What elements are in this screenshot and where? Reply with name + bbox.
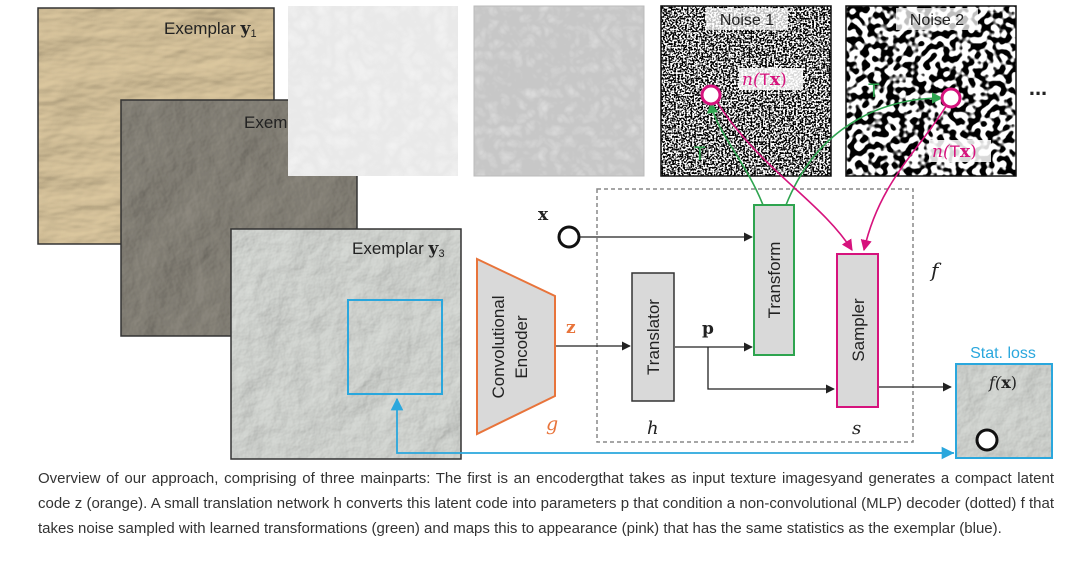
label-n-Tx-1: n(Tx): [739, 68, 803, 90]
green-curve-noise2: [785, 92, 944, 206]
stat-loss-label: Stat. loss: [970, 345, 1036, 362]
pink-curve-noise1: [714, 98, 853, 251]
label-s: s: [852, 418, 861, 439]
label-x: x: [538, 205, 549, 225]
latent-tile-faint: [288, 6, 458, 176]
input-x-node: [557, 225, 581, 249]
label-g: g: [546, 413, 558, 435]
arrow-p-sampler: [707, 347, 835, 394]
approach-diagram: Exemplar y1 Exemplar y2 Exemplar y3: [37, 5, 1053, 460]
encoder-label-1: Convolutional: [489, 295, 508, 398]
noise-1-label: Noise 1: [720, 12, 774, 29]
sampler-label: Sampler: [849, 298, 868, 362]
latent-tile-mid: [473, 5, 645, 177]
svg-text:n(Tx): n(Tx): [742, 70, 787, 90]
crop-box: [347, 299, 443, 395]
transform-label: Transform: [765, 242, 784, 319]
exemplar-1-label: Exemplar y1: [164, 19, 257, 40]
ellipsis: ...: [1029, 75, 1047, 100]
encoder-block: [476, 257, 556, 436]
label-T-2: T: [868, 81, 880, 102]
figure-caption: Overview of our approach, comprising of …: [38, 470, 1054, 537]
translator-block: [631, 272, 675, 402]
svg-text:n(Tx): n(Tx): [932, 142, 977, 162]
noise-2-label: Noise 2: [910, 12, 964, 29]
pink-curve-noise2: [860, 102, 949, 252]
blue-loss-path: [390, 397, 954, 454]
label-T-1: T: [694, 144, 706, 165]
label-n-Tx-2: n(Tx): [929, 140, 991, 162]
green-curve-noise1: [706, 101, 764, 206]
translator-label: Translator: [644, 299, 663, 375]
noise-1-image: [660, 5, 832, 177]
label-p: p: [702, 319, 714, 339]
label-h: h: [647, 418, 659, 439]
noise-2-sample-node: [940, 87, 962, 109]
output-node: [975, 428, 999, 452]
label-f: f: [929, 258, 942, 282]
label-z: z: [566, 318, 576, 338]
output-fx-label: f(x): [988, 373, 1017, 392]
noise-1-sample-node: [700, 84, 722, 106]
exemplar-3-image: [230, 228, 462, 460]
encoder-label-2: Encoder: [512, 315, 531, 379]
output-image: [955, 363, 1053, 459]
sampler-block: [836, 253, 879, 408]
transform-block: [753, 204, 795, 356]
exemplar-3-label: Exemplar y3: [352, 239, 445, 260]
